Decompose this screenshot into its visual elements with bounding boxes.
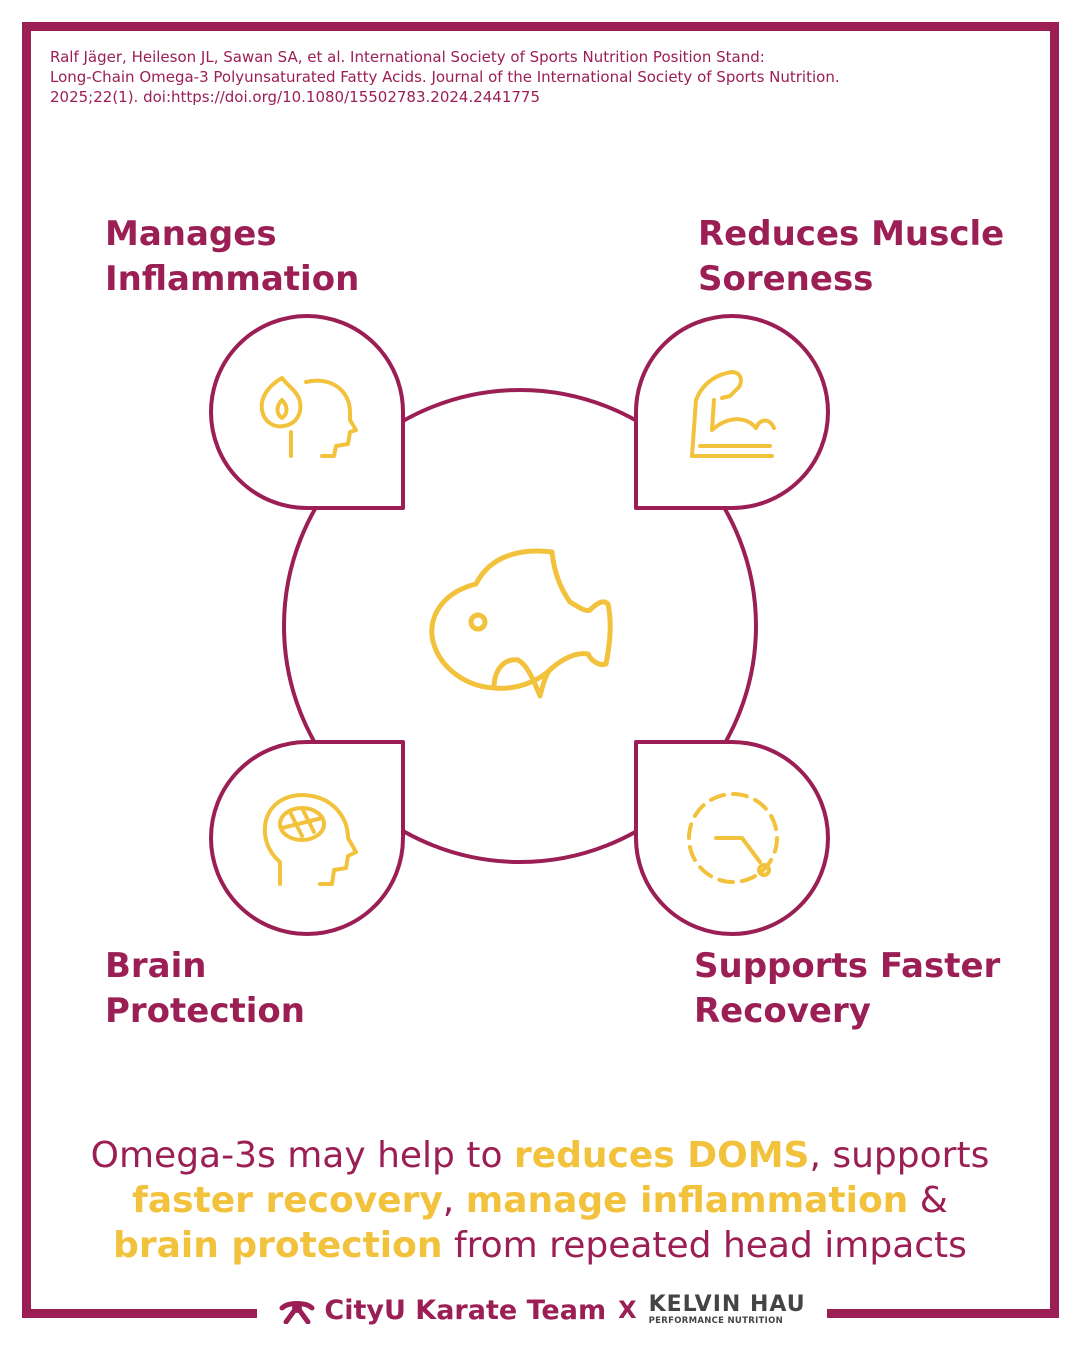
brain-head-icon xyxy=(262,793,358,886)
summary-plain: from repeated head impacts xyxy=(442,1225,967,1266)
summary-highlight: brain protection xyxy=(113,1225,443,1266)
partner-tagline: PERFORMANCE NUTRITION xyxy=(648,1316,784,1327)
citation-line-1: Ralf Jäger, Heileson JL, Sawan SA, et al… xyxy=(50,48,765,66)
flexed-arm-icon xyxy=(690,370,776,458)
center-circle xyxy=(282,388,758,864)
kelvin-hau-brand: KELVIN HAU PERFORMANCE NUTRITION xyxy=(649,1294,806,1326)
citation-line-3: 2025;22(1). doi:https://doi.org/10.1080/… xyxy=(50,88,541,106)
summary-highlight: manage inflammation xyxy=(465,1180,909,1221)
benefit-label-line: Supports Faster xyxy=(694,946,1001,986)
benefit-label-line: Reduces Muscle xyxy=(698,214,1005,254)
teardrop-top-right xyxy=(634,314,830,510)
frame-bottom-right xyxy=(827,1309,1059,1318)
summary-plain: Omega-3s may help to xyxy=(90,1135,514,1176)
summary-plain: & xyxy=(908,1180,948,1221)
summary-highlight: reduces DOMS xyxy=(513,1135,810,1176)
benefit-label-line: Inflammation xyxy=(105,259,360,299)
frame-bottom-left xyxy=(22,1309,257,1318)
cityu-brand: CityU Karate Team xyxy=(278,1295,606,1326)
benefit-label-line: Soreness xyxy=(698,259,874,299)
benefit-label-line: Manages xyxy=(105,214,277,254)
summary-highlight: faster recovery xyxy=(132,1180,443,1221)
citation-line-2: Long-Chain Omega-3 Polyunsaturated Fatty… xyxy=(50,68,840,86)
benefit-label-line: Brain xyxy=(105,946,207,986)
summary-text: Omega-3s may help to reduces DOMS, suppo… xyxy=(40,1133,1040,1268)
karate-belt-icon xyxy=(279,1301,315,1324)
benefit-label-recovery: Supports Faster Recovery xyxy=(694,944,1000,1034)
benefit-label-inflammation: Manages Inflammation xyxy=(105,212,359,302)
summary-line-2: faster recovery, manage inflammation & xyxy=(40,1178,1040,1223)
recovery-timer-icon xyxy=(687,792,779,884)
benefit-label-line: Protection xyxy=(105,991,305,1031)
footer-brands: CityU Karate Team X KELVIN HAU PERFORMAN… xyxy=(262,1290,822,1330)
benefit-label-line: Recovery xyxy=(694,991,871,1031)
brand-separator: X xyxy=(618,1296,637,1324)
benefit-label-soreness: Reduces Muscle Soreness xyxy=(698,212,1004,302)
summary-plain: , xyxy=(442,1180,466,1221)
partner-name: KELVIN HAU xyxy=(648,1292,806,1318)
fish-icon xyxy=(429,548,613,699)
benefit-label-brain: Brain Protection xyxy=(105,944,305,1034)
team-name: CityU Karate Team xyxy=(324,1294,607,1326)
summary-line-1: Omega-3s may help to reduces DOMS, suppo… xyxy=(40,1133,1040,1178)
inflamed-head-icon xyxy=(259,376,358,458)
teardrop-top-left xyxy=(209,314,405,510)
outer-frame xyxy=(22,22,1059,1318)
summary-line-3: brain protection from repeated head impa… xyxy=(40,1223,1040,1268)
citation: Ralf Jäger, Heileson JL, Sawan SA, et al… xyxy=(50,47,1030,107)
summary-plain: , supports xyxy=(809,1135,990,1176)
